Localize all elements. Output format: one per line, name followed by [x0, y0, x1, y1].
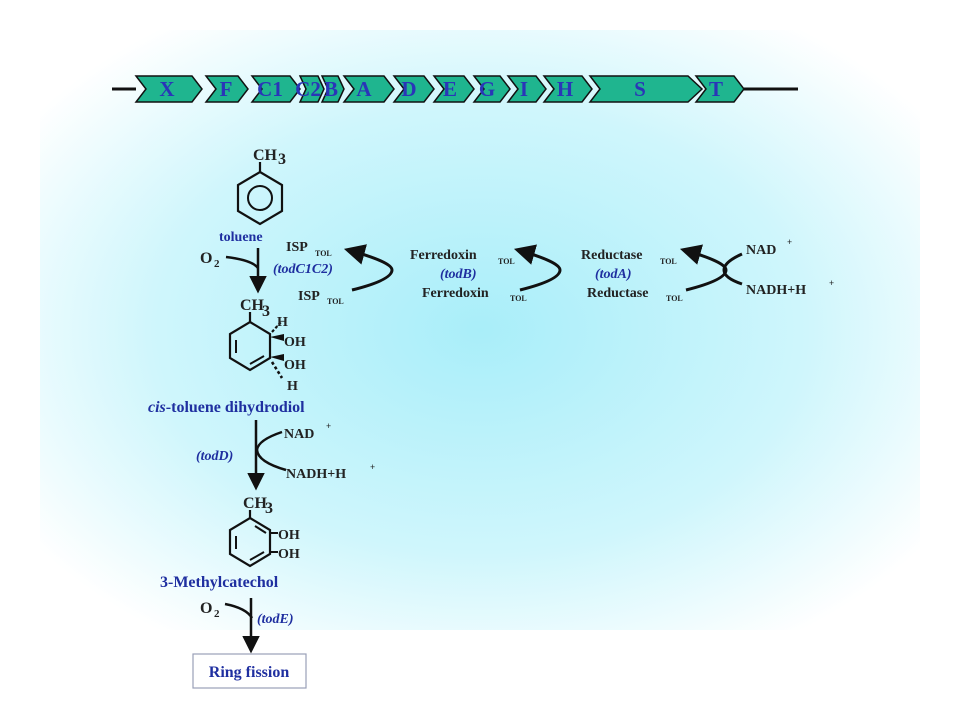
- nad-label: NAD: [746, 243, 776, 258]
- nadh-superscript: +: [370, 462, 375, 472]
- gene-arrow-a: [342, 75, 395, 103]
- gene-label: F: [220, 77, 233, 101]
- hydroxyl-label: OH: [278, 547, 300, 562]
- hydroxyl-label: OH: [278, 528, 300, 543]
- gene-label: T: [709, 77, 723, 101]
- gene-label: H: [557, 77, 573, 101]
- isp-label: ISP: [298, 289, 320, 304]
- isp-subscript: TOL: [327, 297, 344, 306]
- reductase-label: Reductase: [587, 286, 648, 301]
- gene-arrow-s: [588, 75, 704, 103]
- nad-superscript: +: [326, 421, 331, 431]
- ferredoxin-label: Ferredoxin: [410, 248, 477, 263]
- gene-cluster: X F C1 C2 B A D E G I H S T: [112, 75, 798, 103]
- ring-fission-label: Ring fission: [209, 664, 290, 681]
- reductase-subscript: TOL: [666, 294, 683, 303]
- nad-superscript: +: [787, 237, 792, 247]
- toluene-structure: CH 3 toluene: [219, 147, 286, 245]
- reductase-arc: [679, 244, 728, 292]
- nad-arc: [722, 252, 743, 286]
- methyl-label: CH: [243, 495, 268, 512]
- gene-arrow-c2: [298, 75, 325, 103]
- gene-arrow-g: [472, 75, 511, 103]
- reductase-label: Reductase: [581, 248, 642, 263]
- methyl-subscript: 3: [278, 151, 286, 168]
- o2-subscript: 2: [214, 608, 220, 620]
- gene-arrow-d: [392, 75, 435, 103]
- gene-label: C2: [295, 77, 321, 101]
- enzyme-todd: (todD): [196, 449, 233, 464]
- enzyme-todc1c2: (todC1C2): [273, 262, 333, 277]
- methylcatechol-label: 3-Methylcatechol: [160, 574, 279, 591]
- hydroxyl-label: OH: [284, 335, 306, 350]
- gene-arrow-e: [432, 75, 475, 103]
- background-glow: [40, 30, 920, 630]
- isp-subscript: TOL: [315, 249, 332, 258]
- o2-curve: [224, 602, 254, 619]
- o2-label: O: [200, 600, 212, 617]
- ferredoxin-subscript: TOL: [498, 257, 515, 266]
- gene-label: I: [520, 77, 528, 101]
- gene-arrow-b: [320, 75, 345, 103]
- gene-arrow-h: [542, 75, 593, 103]
- hydroxyl-label: OH: [284, 358, 306, 373]
- dihydrodiol-structure: CH 3 H OH OH H: [228, 297, 306, 394]
- catechol-ring: [228, 516, 272, 568]
- gene-label: A: [356, 77, 372, 101]
- ring-fission-box: [192, 653, 307, 689]
- gene-label: B: [324, 77, 338, 101]
- gene-label: S: [634, 77, 646, 101]
- toluene-label: toluene: [219, 230, 263, 245]
- isp-arc: [343, 244, 394, 292]
- nadh-superscript: +: [829, 278, 834, 288]
- nadh-label: NADH+H: [286, 467, 346, 482]
- o2-subscript: 2: [214, 258, 220, 270]
- diene-ring: [228, 320, 272, 372]
- nad-arc: [255, 430, 287, 472]
- gene-arrow-c1: [250, 75, 301, 103]
- enzyme-todb: (todB): [440, 267, 477, 282]
- gene-label: X: [159, 77, 174, 101]
- o2-label: O: [200, 250, 212, 267]
- enzyme-toda: (todA): [595, 267, 632, 282]
- o2-curve: [225, 255, 259, 269]
- ferredoxin-subscript: TOL: [510, 294, 527, 303]
- methyl-label: CH: [253, 147, 278, 164]
- hydrogen-label: H: [287, 379, 298, 394]
- dihydrodiol-label: cis-toluene dihydrodiol: [148, 399, 305, 416]
- gene-label: C1: [257, 77, 283, 101]
- ferredoxin-label: Ferredoxin: [422, 286, 489, 301]
- gene-label: G: [479, 77, 495, 101]
- nadh-label: NADH+H: [746, 283, 806, 298]
- isp-label: ISP: [286, 240, 308, 255]
- gene-arrow-t: [694, 75, 745, 103]
- methyl-subscript: 3: [262, 303, 270, 320]
- hydrogen-label: H: [277, 315, 288, 330]
- ferredoxin-arc: [513, 244, 562, 292]
- nad-label: NAD: [284, 427, 314, 442]
- gene-label: D: [401, 77, 416, 101]
- methylcatechol-structure: CH 3 OH OH: [228, 495, 300, 568]
- methyl-label: CH: [240, 297, 265, 314]
- gene-arrow-i: [506, 75, 547, 103]
- gene-arrow-x: [134, 75, 203, 103]
- reductase-subscript: TOL: [660, 257, 677, 266]
- methyl-subscript: 3: [265, 500, 273, 517]
- gene-arrow-f: [204, 75, 249, 103]
- benzene-ring: [236, 170, 284, 226]
- aromatic-circle: [247, 185, 273, 211]
- gene-label: E: [443, 77, 457, 101]
- enzyme-tode: (todE): [257, 612, 294, 627]
